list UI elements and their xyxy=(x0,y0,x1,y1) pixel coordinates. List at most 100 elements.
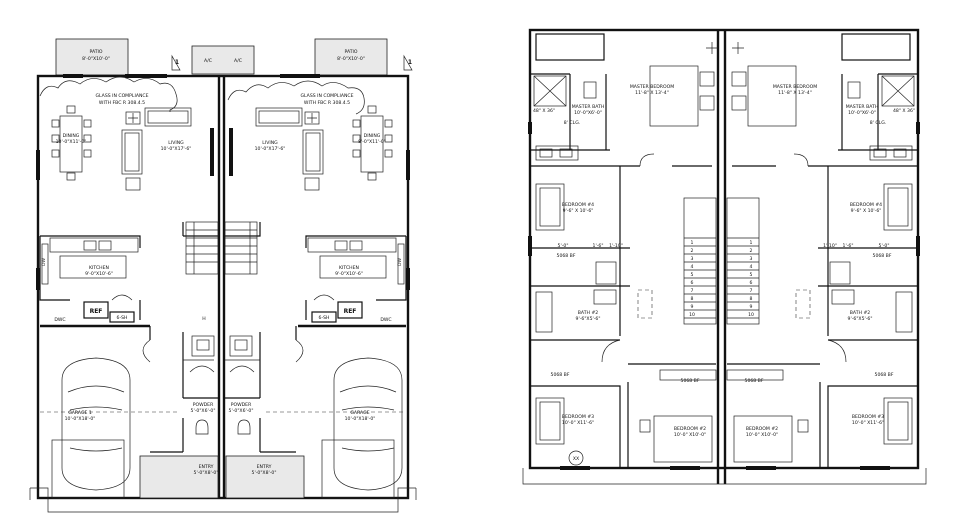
glass-note-right-2: WITH FBC R 308.4.5 xyxy=(304,100,350,106)
living-left-dim: 10'-0"X17'-6" xyxy=(161,146,192,152)
living-left-name: LIVING xyxy=(168,140,184,146)
bf-hall-left: 5068 BF xyxy=(681,378,700,384)
stair-numbers-left: 1 2 3 4 5 6 7 8 9 10 xyxy=(689,240,695,318)
stair-num: 3 xyxy=(691,256,694,262)
shower-right-dim: 48" X 36" xyxy=(893,108,915,114)
bf-bed3-right: 5068 BF xyxy=(875,372,894,378)
master-bed-left-dim: 11'-8" X 13'-4" xyxy=(635,90,669,96)
patio-right-name: PATIO xyxy=(344,49,357,55)
master-bath-right-dim: 10'-0"X6'-0" xyxy=(848,110,876,116)
bf-left-closet: 5068 BF xyxy=(557,253,576,259)
stair-num: 1 xyxy=(750,240,753,246)
bf-hall-right: 5068 BF xyxy=(745,378,764,384)
master-bed-left-name: MASTER BEDROOM xyxy=(630,84,674,90)
stair-num: 5 xyxy=(691,272,694,278)
living-right-dim: 10'-0"X17'-6" xyxy=(255,146,286,152)
glass-note-left-1: GLASS IN COMPLIANCE xyxy=(95,93,148,99)
bed2-right-dim: 10'-0" X10'-0" xyxy=(746,432,778,438)
entry-right-name: ENTRY xyxy=(257,464,272,470)
bf-bed3-left: 5068 BF xyxy=(551,372,570,378)
bed4-left-dim: 9'-6" X 10'-6" xyxy=(563,208,594,214)
xx-marker: XX xyxy=(573,456,579,462)
ref-right: REF xyxy=(344,308,357,315)
patio-right-slab xyxy=(314,38,388,76)
h-mark: H xyxy=(202,316,205,322)
master-bed-right-name: MASTER BEDROOM xyxy=(773,84,817,90)
dining-left-name: DINING xyxy=(63,133,80,139)
bed4-right-name: BEDROOM #4 xyxy=(850,202,882,208)
patio-right-dim: 8'-0"X10'-0" xyxy=(337,56,365,62)
garage-left-name: GARAGE 1 xyxy=(68,410,92,416)
closet-dim-right-1: 1'-10" xyxy=(823,243,837,249)
unit-mark-left: 1 xyxy=(175,59,179,66)
master-bath-right-name: MASTER BATH xyxy=(846,104,879,110)
dwc-left: DWC xyxy=(54,317,65,323)
kitchen-left-dw: DW xyxy=(41,258,47,267)
entry-left-dim: 5'-0"X8'-0" xyxy=(194,470,219,476)
second-floor-plan: MASTER BEDROOM 11'-8" X 13'-4" MASTER BE… xyxy=(522,28,927,485)
stair-num: 7 xyxy=(750,288,753,294)
bath2-left-name: BATH #2 xyxy=(578,310,599,316)
glass-note-right-1: GLASS IN COMPLIANCE xyxy=(300,93,353,99)
bed4-left-name: BEDROOM #4 xyxy=(562,202,594,208)
stair-num: 8 xyxy=(750,296,753,302)
master-bath-left-name: MASTER BATH xyxy=(572,104,605,110)
stair-num: 4 xyxy=(750,264,753,270)
dining-left-dim: 10'-0"X11'-0" xyxy=(56,139,87,145)
bed2-left-name: BEDROOM #2 xyxy=(674,426,706,432)
dining-right-dim: 8'-0"X11'-0" xyxy=(358,139,386,145)
ac-left-label: A/C xyxy=(204,58,212,64)
six-sh-right: 6-SH xyxy=(319,315,330,321)
closet-dim-right-3: 5'-0" xyxy=(879,243,890,249)
powder-left-dim: 5'-0"X6'-0" xyxy=(191,408,216,414)
stair-num: 10 xyxy=(748,312,754,318)
patio-left-slab xyxy=(55,38,129,76)
kitchen-right-dw: DW xyxy=(397,258,403,267)
stair-num: 7 xyxy=(691,288,694,294)
stair-num: 3 xyxy=(750,256,753,262)
kitchen-left-name: KITCHEN xyxy=(89,265,109,271)
entry-left-name: ENTRY xyxy=(199,464,214,470)
closet-dim-right-2: 1'-6" xyxy=(843,243,854,249)
living-right-name: LIVING xyxy=(262,140,278,146)
bed3-right-name: BEDROOM #3 xyxy=(852,414,884,420)
ac-pad xyxy=(191,45,255,75)
patio-left-dim: 8'-0"X10'-0" xyxy=(82,56,110,62)
six-sh-left: 6-SH xyxy=(117,315,128,321)
patio-left-name: PATIO xyxy=(89,49,102,55)
ref-left: REF xyxy=(90,308,103,315)
closet-dim-left-3: 1'-10" xyxy=(609,243,623,249)
bf-right-closet: 5068 BF xyxy=(873,253,892,259)
stair-num: 2 xyxy=(691,248,694,254)
bath2-right-name: BATH #2 xyxy=(850,310,871,316)
stair-num: 2 xyxy=(750,248,753,254)
kitchen-left-dim: 9'-0"X10'-6" xyxy=(85,271,113,277)
stair-num: 9 xyxy=(750,304,753,310)
stair-num: 5 xyxy=(750,272,753,278)
powder-right-dim: 5'-0"X6'-0" xyxy=(229,408,254,414)
closet-dim-left-1: 5'-0" xyxy=(558,243,569,249)
master-bath-left-dim: 10'-0"X6'-0" xyxy=(574,110,602,116)
bed3-left-dim: 10'-0" X11'-6" xyxy=(562,420,594,426)
wic-right: 8' CLG. xyxy=(870,120,886,126)
dwc-right: DWC xyxy=(380,317,391,323)
stair-numbers-right: 1 2 3 4 5 6 7 8 9 10 xyxy=(748,240,754,318)
master-bed-right-dim: 11'-8" X 13'-4" xyxy=(778,90,812,96)
kitchen-right-name: KITCHEN xyxy=(339,265,359,271)
bed3-left-name: BEDROOM #3 xyxy=(562,414,594,420)
powder-left-name: POWDER xyxy=(193,402,214,408)
bed3-right-dim: 10'-0" X11'-6" xyxy=(852,420,884,426)
bath2-left-dim: 9'-6"X5'-6" xyxy=(576,316,601,322)
bath2-right-dim: 9'-6"X5'-6" xyxy=(848,316,873,322)
shower-left-dim: 48" X 36" xyxy=(533,108,555,114)
stair-num: 10 xyxy=(689,312,695,318)
kitchen-right-dim: 9'-0"X10'-6" xyxy=(335,271,363,277)
entry-right-dim: 5'-0"X8'-0" xyxy=(252,470,277,476)
stair-num: 8 xyxy=(691,296,694,302)
stair-num: 1 xyxy=(691,240,694,246)
bed4-right-dim: 9'-6" X 10'-6" xyxy=(851,208,882,214)
bed2-left-dim: 10'-0" X10'-0" xyxy=(674,432,706,438)
closet-dim-left-2: 1'-6" xyxy=(593,243,604,249)
ground-floor-plan: PATIO 8'-0"X10'-0" PATIO 8'-0"X10'-0" A/… xyxy=(29,38,417,513)
glass-note-left-2: WITH FBC R 308.4.5 xyxy=(99,100,145,106)
